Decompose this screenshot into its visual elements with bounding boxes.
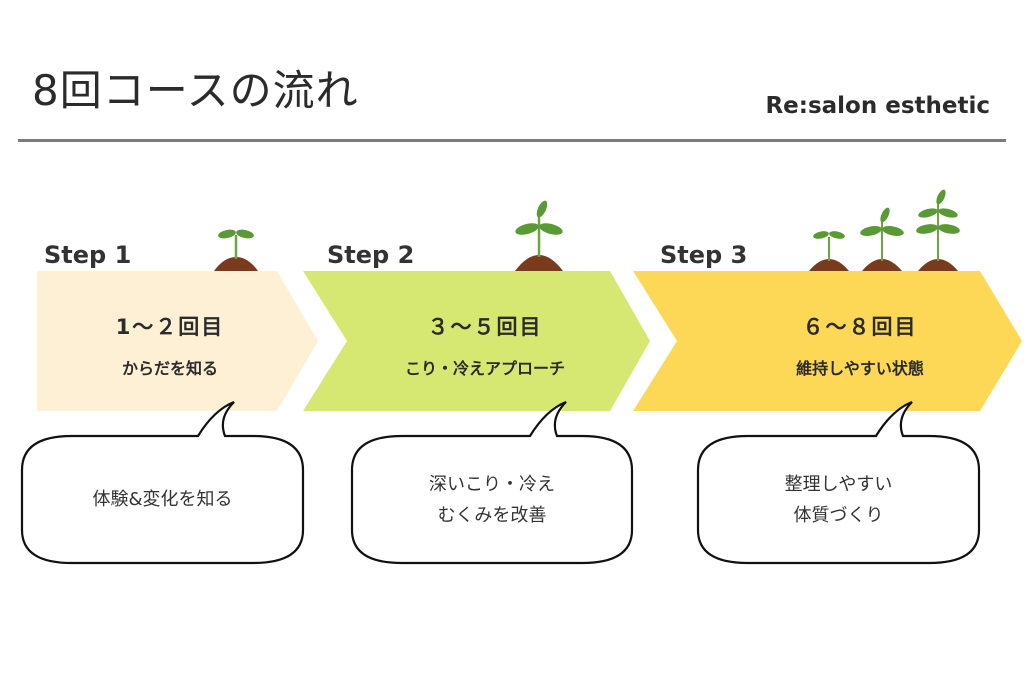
step-1-sessions: 1～２回目 (115, 315, 225, 339)
step-1-arrow (37, 271, 318, 411)
bubble-3-line-2: 体質づくり (793, 505, 884, 526)
step-2-description: こり・冷えアプローチ (404, 359, 565, 378)
step-1-content: 1～２回目 からだを知る (60, 311, 280, 379)
step-2-arrow (303, 271, 650, 411)
bubble-1-text: 体験&変化を知る (22, 484, 303, 515)
young-plant-icon (916, 189, 960, 271)
seedling-icon (860, 207, 904, 271)
bubble-1-line-1: 体験&変化を知る (92, 489, 233, 510)
step-1-description: からだを知る (121, 359, 218, 378)
step-1-label: Step 1 (44, 241, 132, 269)
seedling-icon (515, 200, 563, 271)
step-3-sessions: ６～８回目 (802, 315, 918, 339)
speech-bubble-1 (20, 400, 305, 565)
page-title: 8回コースの流れ (32, 66, 359, 115)
sprout-icon (214, 229, 258, 271)
speech-bubble-3 (696, 400, 981, 565)
step-3-content: ６～８回目 維持しやすい状態 (720, 311, 1000, 379)
step-3-arrow (633, 271, 1022, 411)
speech-bubble-2 (350, 400, 634, 565)
step-3-label: Step 3 (660, 241, 748, 269)
brand-name: Re:salon esthetic (765, 93, 990, 119)
bubble-2-line-1: 深いこり・冷え (429, 474, 555, 495)
sprout-icon (809, 231, 849, 271)
header-divider (18, 139, 1006, 142)
step-2-label: Step 2 (327, 241, 415, 269)
step-3-description: 維持しやすい状態 (796, 359, 924, 378)
bubble-2-line-2: むくみを改善 (437, 505, 547, 526)
step-2-sessions: ３～５回目 (427, 315, 543, 339)
bubble-3-line-1: 整理しやすい (784, 474, 893, 495)
bubble-2-text: 深いこり・冷え むくみを改善 (352, 469, 632, 531)
step-2-content: ３～５回目 こり・冷えアプローチ (355, 311, 615, 379)
bubble-3-text: 整理しやすい 体質づくり (698, 469, 979, 531)
